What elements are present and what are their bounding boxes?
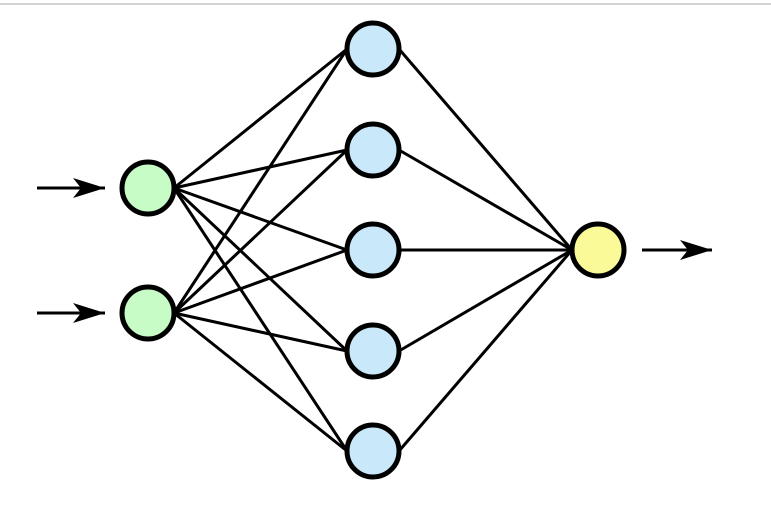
edge-h4-o1 — [398, 248, 573, 353]
output-node-1 — [569, 221, 627, 279]
hidden-node-4 — [344, 322, 402, 380]
edge-h1-o1 — [397, 48, 574, 251]
edge-h2-o1 — [398, 148, 573, 252]
edge-i1-h4 — [172, 186, 349, 353]
edge-h5-o1 — [397, 249, 574, 452]
edge-i1-h5 — [172, 187, 349, 452]
edge-i2-h4 — [173, 311, 348, 353]
edge-i2-h1 — [172, 48, 349, 314]
hidden-node-3 — [344, 221, 402, 279]
input-node-2 — [119, 284, 177, 342]
edge-i2-h2 — [172, 148, 349, 315]
hidden-node-2 — [344, 121, 402, 179]
hidden-node-1 — [344, 20, 402, 78]
edge-i1-h3 — [173, 186, 348, 252]
edge-i1-h1 — [173, 47, 348, 190]
edge-i2-h3 — [173, 248, 348, 315]
edge-i2-h5 — [173, 311, 348, 453]
hidden-node-5 — [344, 422, 402, 480]
top-border-line — [0, 3, 771, 5]
edge-i1-h2 — [173, 148, 348, 190]
input-node-1 — [119, 159, 177, 217]
